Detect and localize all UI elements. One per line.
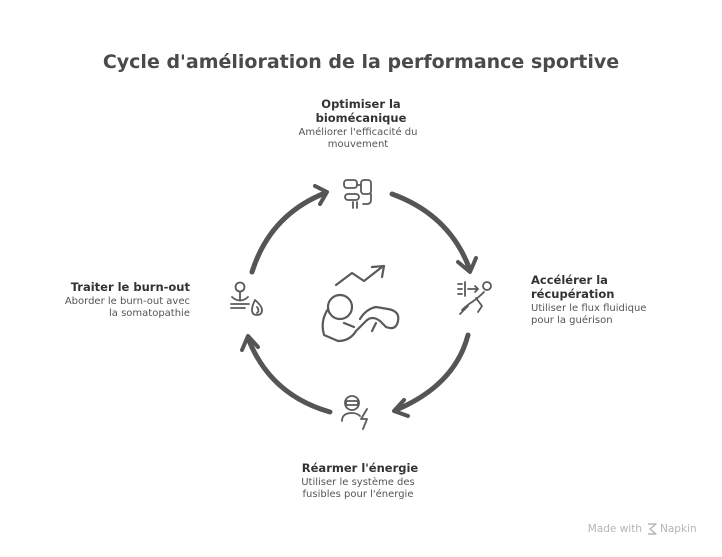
napkin-logo-icon: [648, 523, 657, 535]
napkin-watermark: Made with Napkin: [588, 523, 697, 535]
arc-top-to-right: [389, 191, 473, 273]
arrowhead-top: [313, 184, 329, 206]
node-accelerer-recuperation: Accélérer la récupération Utiliser le fl…: [531, 273, 646, 326]
node-description-line: pour la guérison: [531, 314, 613, 326]
node-title-line: récupération: [531, 287, 614, 301]
node-title-line: Accélérer la: [531, 273, 608, 287]
recovery-icon: [457, 281, 492, 315]
arc-bottom-to-left: [245, 335, 333, 415]
performance-athlete-icon: [321, 264, 400, 343]
node-description-line: Améliorer l'efficacité du: [299, 126, 418, 138]
node-description-line: Utiliser le système des: [301, 476, 415, 488]
node-description-line: mouvement: [328, 139, 388, 150]
node-traiter-burnout: Traiter le burn-out Aborder le burn-out …: [65, 280, 191, 319]
node-title-line: Optimiser la: [321, 97, 400, 111]
node-description-line: fusibles pour l'énergie: [303, 488, 414, 500]
arc-left-to-top: [249, 190, 328, 275]
node-title-line: Traiter le burn-out: [71, 280, 191, 294]
footer-brand: Napkin: [660, 523, 697, 535]
node-optimiser-biomecanique: Optimiser la biomécanique Améliorer l'ef…: [299, 97, 418, 150]
arrowhead-right: [456, 256, 478, 274]
node-rearmer-energie: Réarmer l'énergie Utiliser le système de…: [301, 461, 418, 500]
burnout-icon: [230, 281, 263, 316]
node-description-line: Aborder le burn-out avec: [65, 296, 190, 307]
node-title-line: Réarmer l'énergie: [302, 461, 419, 475]
node-title-line: biomécanique: [316, 111, 407, 125]
diagram-title: Cycle d'amélioration de la performance s…: [103, 51, 619, 73]
footer-made-with: Made with: [588, 523, 642, 535]
arrowhead-bottom: [392, 398, 410, 418]
biomechanics-icon: [343, 179, 372, 209]
node-description-line: Utiliser le flux fluidique: [531, 303, 646, 314]
arrowhead-left: [240, 334, 260, 352]
energy-icon: [341, 395, 368, 430]
cycle-arrows: [240, 184, 478, 418]
node-description-line: la somatopathie: [109, 308, 190, 319]
arc-right-to-bottom: [393, 332, 471, 413]
